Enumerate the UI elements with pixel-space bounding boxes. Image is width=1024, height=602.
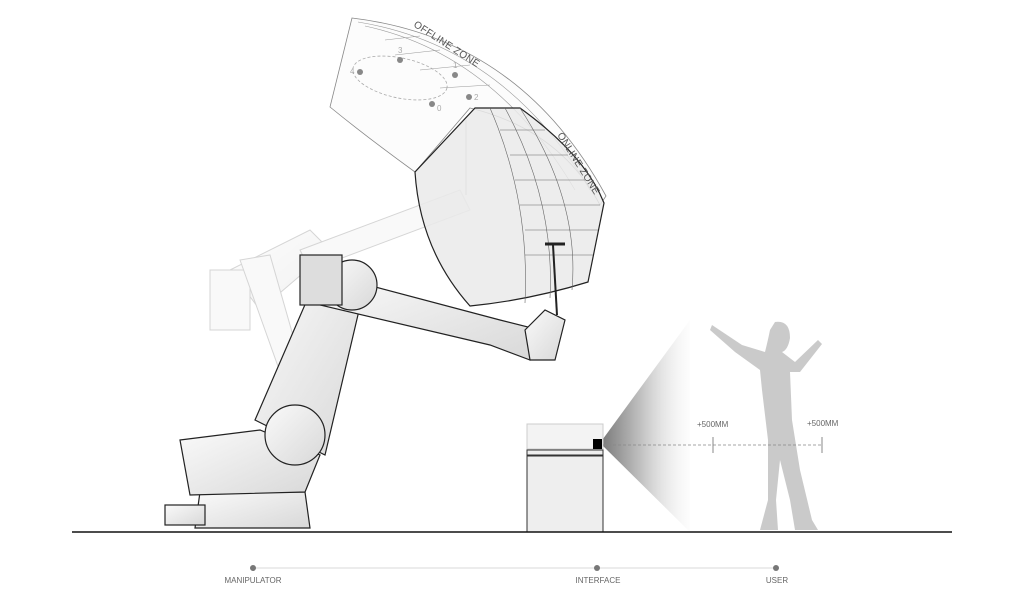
timeline-label-manipulator: MANIPULATOR xyxy=(224,576,281,585)
timeline-dot-manipulator xyxy=(250,565,256,571)
timeline-label-interface: INTERFACE xyxy=(576,576,621,585)
user-silhouette xyxy=(710,321,822,530)
robot-manipulator xyxy=(164,242,566,529)
distance-label-2: +500MM xyxy=(807,419,839,428)
interface-station xyxy=(526,320,690,533)
path-point-2: 2 xyxy=(474,93,479,102)
projection-cone xyxy=(600,320,690,532)
distance-markers: +500MM +500MM xyxy=(603,419,839,453)
path-point-4: 4 xyxy=(350,67,355,76)
timeline: MANIPULATOR INTERFACE USER xyxy=(224,565,788,585)
sensor-icon xyxy=(593,439,602,449)
timeline-label-user: USER xyxy=(766,576,788,585)
path-point-3: 3 xyxy=(398,46,403,55)
timeline-dot-interface xyxy=(594,565,600,571)
path-point-0: 0 xyxy=(437,104,442,113)
distance-label-1: +500MM xyxy=(697,420,729,429)
timeline-dot-user xyxy=(773,565,779,571)
path-point-1: 1 xyxy=(453,61,458,70)
